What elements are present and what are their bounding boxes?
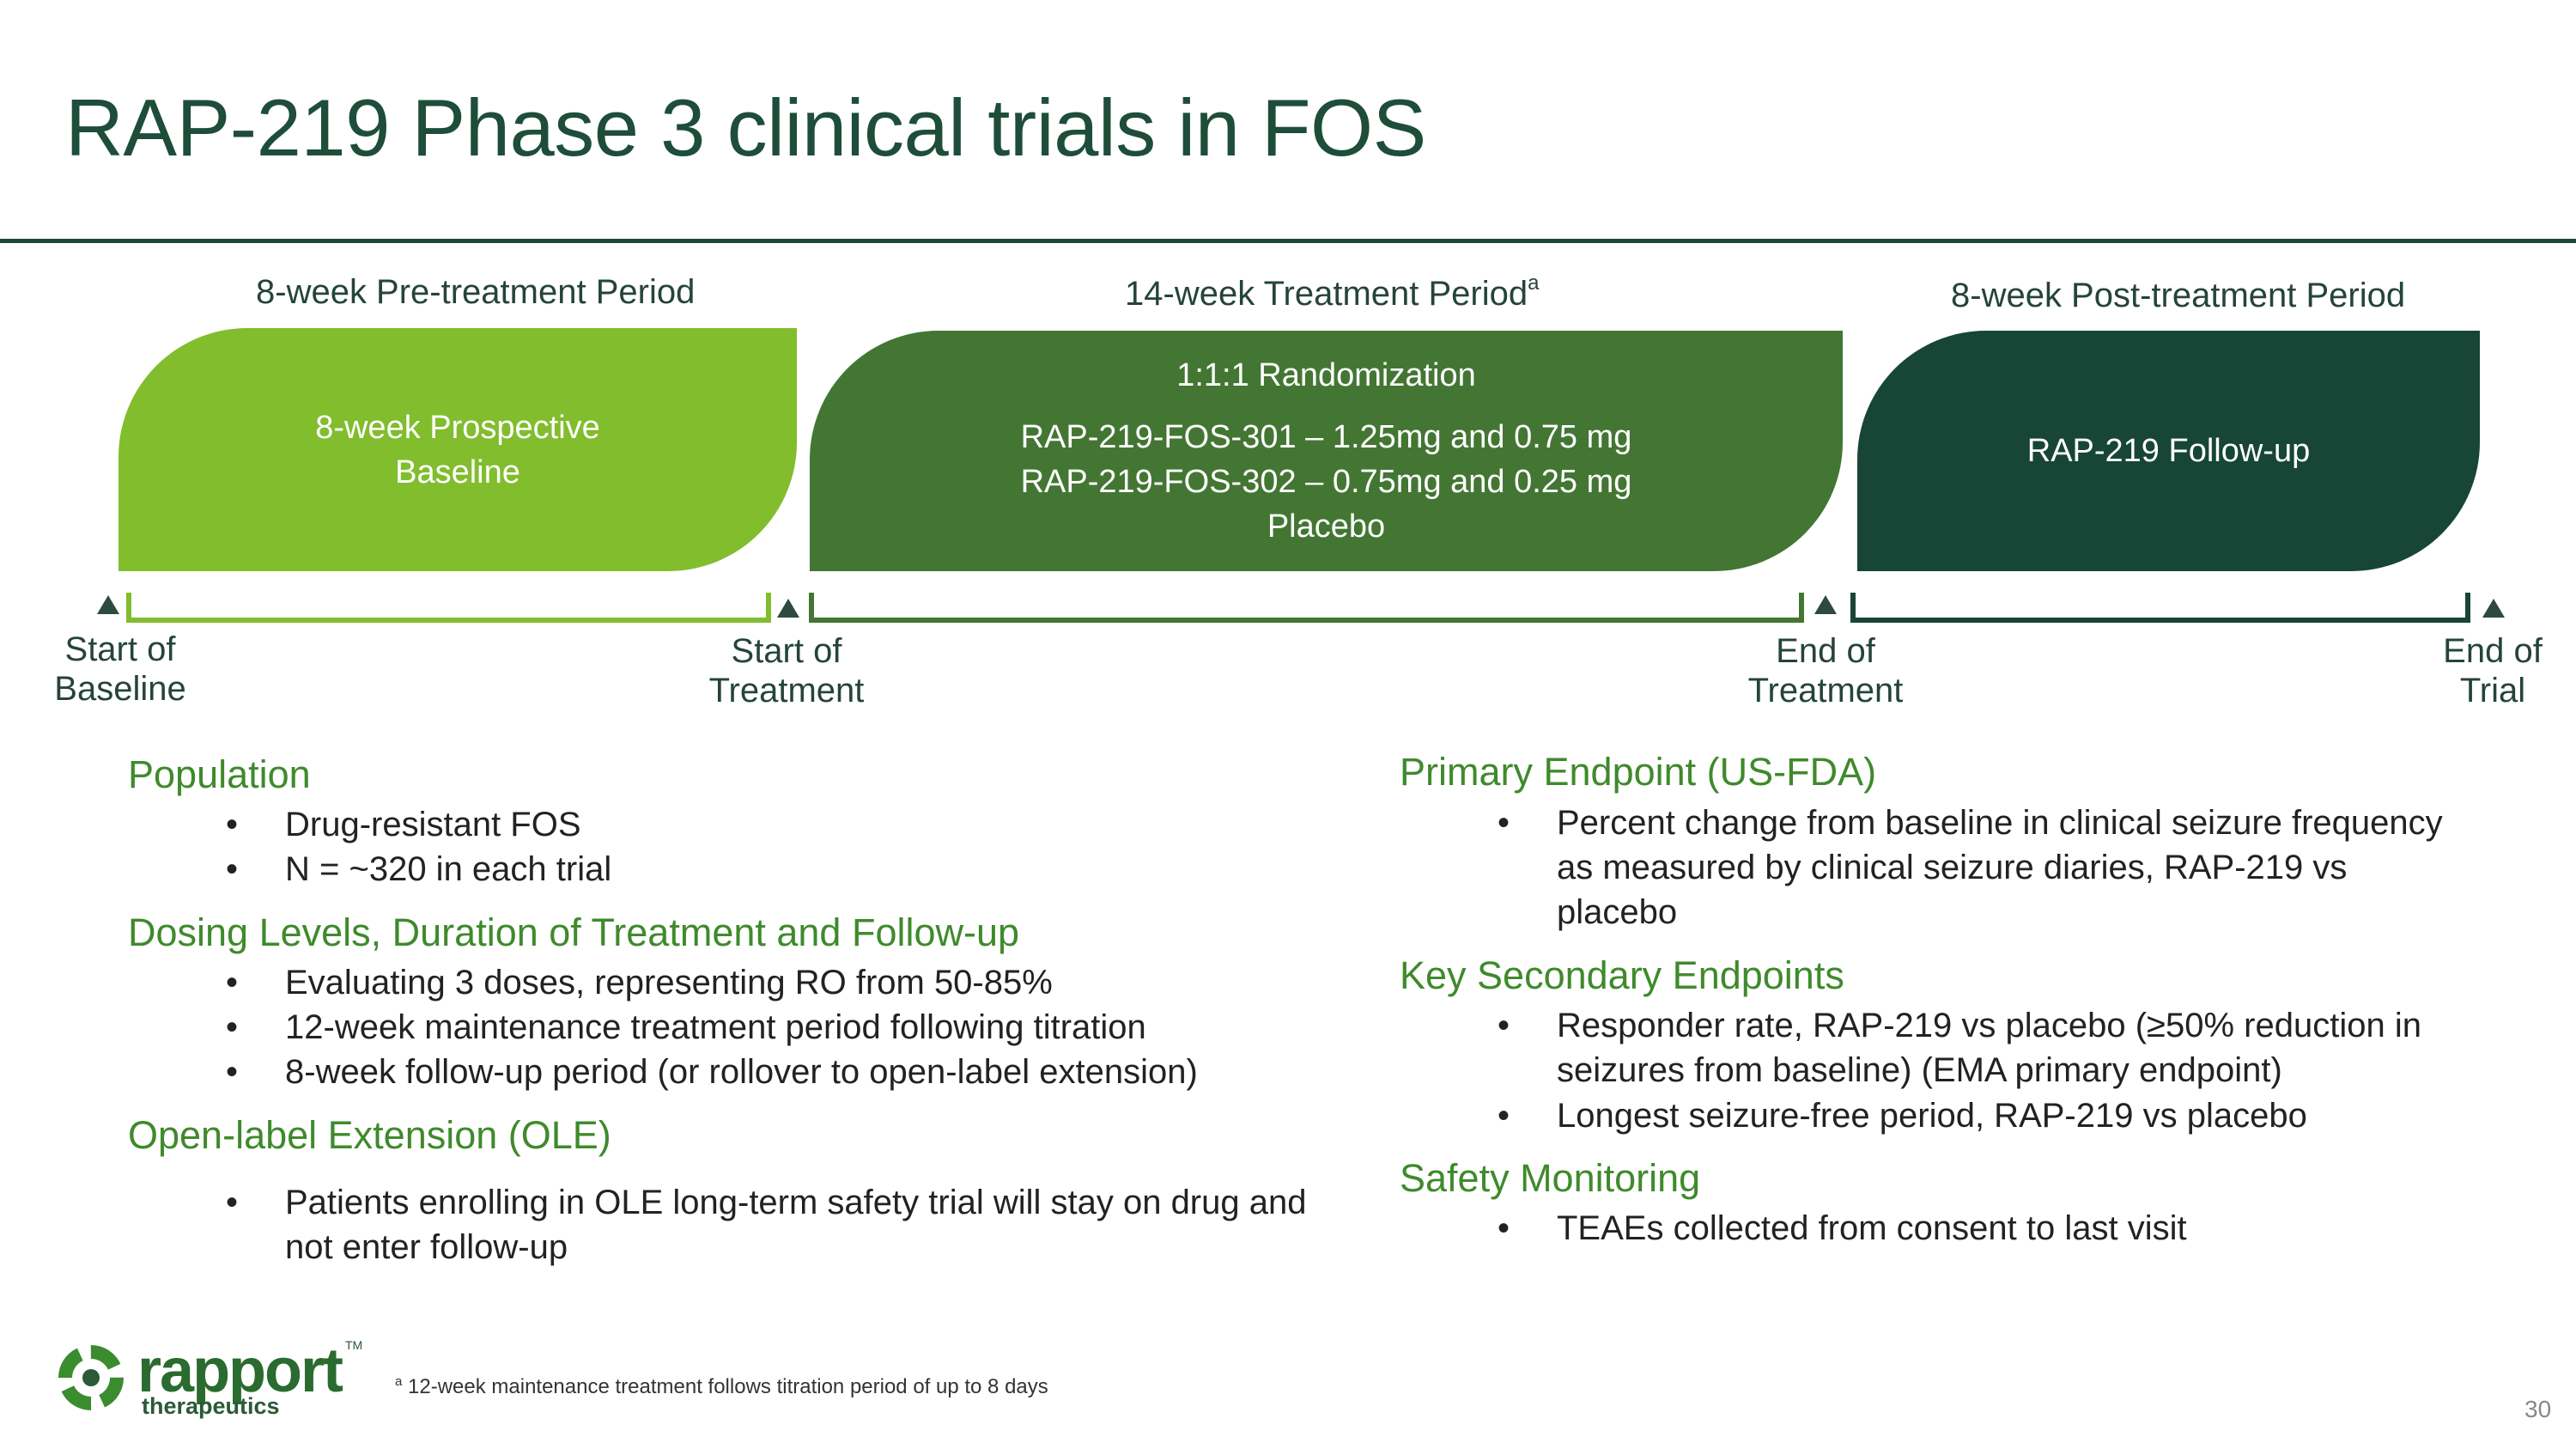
treatment-box: 1:1:1 Randomization RAP-219-FOS-301 – 1.… — [810, 331, 1843, 571]
milestone-3-line-2: Treatment — [1747, 672, 1904, 709]
bullet-text: N = ~320 in each trial — [285, 850, 612, 888]
logo-trademark: TM — [345, 1338, 363, 1352]
title-divider — [0, 239, 2576, 243]
period-label-pre-text: 8-week Pre-treatment Period — [256, 273, 696, 311]
period-label-treatment: 14-week Treatment Perioda — [1125, 271, 1539, 314]
bullet-symbol: • — [225, 1008, 238, 1046]
footnote-marker: a — [1528, 271, 1540, 295]
footnote-marker-symbol: a — [395, 1374, 403, 1389]
milestone-marker-end-treatment — [1814, 595, 1837, 614]
bullet-text-continued: placebo — [1557, 893, 1678, 931]
bullet-symbol: • — [1497, 1007, 1510, 1044]
milestone-marker-start-treatment — [777, 599, 799, 618]
period-label-post: 8-week Post-treatment Period — [1951, 277, 2405, 315]
milestone-4-line-2: Trial — [2459, 672, 2526, 709]
post-treatment-box: RAP-219 Follow-up — [1857, 331, 2480, 571]
pre-box-line-1: 8-week Prospective — [315, 409, 600, 446]
milestone-3-line-1: End of — [1776, 632, 1875, 670]
milestone-label-start-baseline: Start of Baseline — [34, 630, 206, 709]
page-number: 30 — [2524, 1396, 2552, 1422]
section-heading-population: Population — [128, 752, 311, 796]
section-heading-safety-monitoring: Safety Monitoring — [1400, 1156, 1701, 1200]
bullet-text-continued: not enter follow-up — [285, 1228, 568, 1266]
bullet-symbol: • — [1497, 1097, 1510, 1135]
bullet-symbol: • — [225, 964, 238, 1002]
section-heading-secondary-endpoints: Key Secondary Endpoints — [1400, 953, 1844, 997]
bullet-text: Patients enrolling in OLE long-term safe… — [285, 1184, 1307, 1221]
bullet-text: Responder rate, RAP-219 vs placebo (≥50%… — [1557, 1007, 2421, 1044]
milestone-1-line-1: Start of — [64, 630, 176, 668]
period-label-post-text: 8-week Post-treatment Period — [1951, 277, 2406, 314]
bullet-symbol: • — [1497, 1209, 1510, 1247]
bullet-symbol: • — [225, 1184, 238, 1221]
section-heading-primary-endpoint: Primary Endpoint (US-FDA) — [1400, 750, 1877, 794]
treatment-box-line-1: RAP-219-FOS-301 – 1.25mg and 0.75 mg — [1020, 419, 1632, 455]
bracket-treatment — [809, 593, 1804, 623]
bullet-text: 8-week follow-up period (or rollover to … — [285, 1053, 1198, 1091]
treatment-box-heading: 1:1:1 Randomization — [1176, 357, 1476, 393]
bullet-text: Drug-resistant FOS — [285, 806, 581, 843]
slide-title: RAP-219 Phase 3 clinical trials in FOS — [65, 82, 1426, 173]
post-box-line-1: RAP-219 Follow-up — [2026, 433, 2311, 469]
milestone-4-line-1: End of — [2443, 632, 2543, 670]
milestone-marker-start-baseline — [97, 595, 119, 614]
treatment-box-line-3: Placebo — [1267, 508, 1386, 545]
logo-wordmark: rapport — [137, 1336, 343, 1405]
bullet-text: Evaluating 3 doses, representing RO from… — [285, 964, 1053, 1002]
section-heading-dosing: Dosing Levels, Duration of Treatment and… — [128, 910, 1020, 954]
milestone-label-end-trial: End of Trial — [2407, 631, 2576, 710]
period-label-treatment-text: 14-week Treatment Period — [1125, 275, 1528, 313]
treatment-box-line-2: RAP-219-FOS-302 – 0.75mg and 0.25 mg — [1020, 464, 1632, 500]
milestone-2-line-2: Treatment — [708, 672, 865, 709]
period-label-pre: 8-week Pre-treatment Period — [256, 273, 695, 312]
bullet-symbol: • — [1497, 804, 1510, 842]
milestone-2-line-1: Start of — [731, 632, 842, 670]
bracket-post — [1850, 593, 2470, 623]
footnote-text: 12-week maintenance treatment follows ti… — [408, 1375, 1048, 1398]
pre-treatment-box: 8-week Prospective Baseline — [118, 328, 797, 571]
milestone-label-start-treatment: Start of Treatment — [701, 631, 872, 710]
bullet-text: 12-week maintenance treatment period fol… — [285, 1008, 1146, 1046]
bullet-text: Percent change from baseline in clinical… — [1557, 804, 2443, 842]
pre-box-line-2: Baseline — [395, 454, 520, 490]
bullet-text: TEAEs collected from consent to last vis… — [1557, 1209, 2187, 1247]
timeline-brackets — [126, 593, 2470, 623]
bracket-pre — [126, 593, 771, 623]
bullet-symbol: • — [225, 850, 238, 888]
bullet-text-continued: as measured by clinical seizure diaries,… — [1557, 849, 2348, 886]
logo-tagline: therapeutics — [142, 1393, 280, 1419]
footnote: a 12-week maintenance treatment follows … — [395, 1374, 1048, 1399]
bullet-text-continued: seizures from baseline) (EMA primary end… — [1557, 1051, 2282, 1089]
milestone-marker-end-trial — [2482, 599, 2505, 618]
milestone-1-line-2: Baseline — [54, 670, 186, 708]
bullet-symbol: • — [225, 806, 238, 843]
milestone-label-end-treatment: End of Treatment — [1740, 631, 1911, 710]
section-heading-ole: Open-label Extension (OLE) — [128, 1113, 611, 1157]
rapport-logo-icon — [58, 1345, 124, 1410]
bullet-text: Longest seizure-free period, RAP-219 vs … — [1557, 1097, 2307, 1135]
bullet-symbol: • — [225, 1053, 238, 1091]
